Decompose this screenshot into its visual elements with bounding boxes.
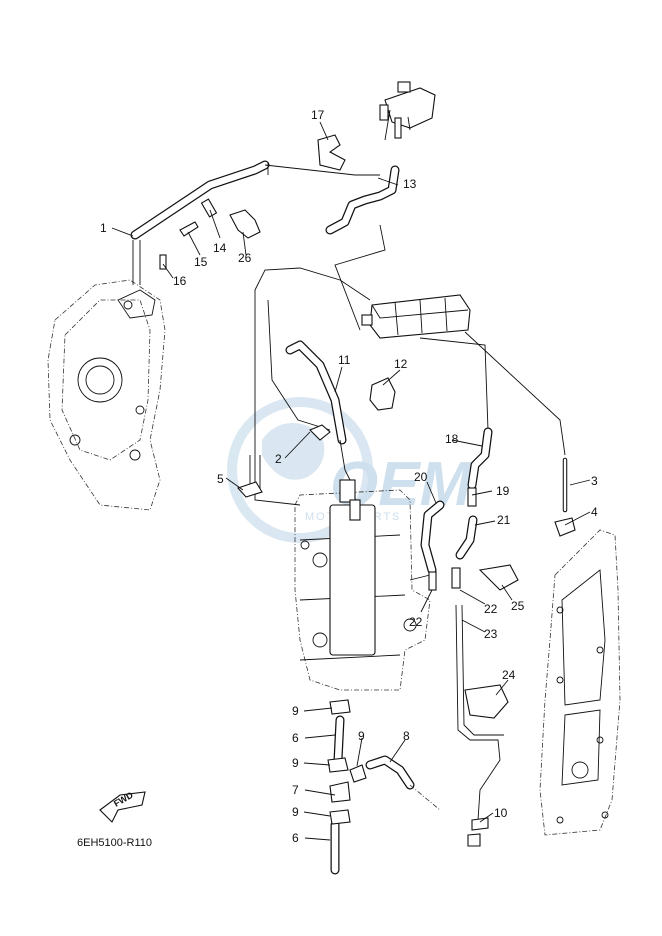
valve-assembly (379, 81, 436, 139)
callout-20: 20 (414, 470, 428, 484)
callout-19: 19 (496, 484, 510, 498)
callout-10: 10 (494, 806, 508, 820)
callout-3: 3 (591, 474, 598, 488)
callout-25: 25 (511, 599, 525, 613)
callout-22-left: 22 (409, 615, 423, 629)
callout-13: 13 (403, 177, 417, 191)
callout-6-lower: 6 (292, 831, 299, 845)
callout-8: 8 (403, 729, 410, 743)
callout-16: 16 (173, 274, 187, 288)
callout-21: 21 (497, 513, 511, 527)
fuel-module-assembly (294, 479, 433, 691)
callout-26: 26 (238, 251, 252, 265)
diagram-code: 6EH5100-R110 (77, 837, 152, 849)
cylinder-head-assembly (47, 279, 166, 511)
callout-24: 24 (502, 668, 516, 682)
callout-11: 11 (338, 353, 351, 367)
callout-18: 18 (445, 432, 459, 446)
callout-12: 12 (394, 357, 408, 371)
callout-22-right: 22 (484, 602, 498, 616)
callout-5: 5 (217, 472, 224, 486)
callouts: 1 2 3 4 5 6 6 7 8 9 9 9 9 10 11 12 13 14… (100, 108, 598, 845)
callout-23: 23 (484, 627, 498, 641)
callout-6-upper: 6 (292, 731, 299, 745)
callout-14: 14 (213, 241, 227, 255)
callout-1: 1 (100, 221, 107, 235)
callout-15: 15 (194, 255, 208, 269)
callout-4: 4 (591, 505, 598, 519)
callout-2: 2 (275, 452, 282, 466)
leader-lines (111, 121, 591, 841)
callout-9-a: 9 (292, 704, 299, 718)
callout-9-d: 9 (358, 729, 365, 743)
callout-9-c: 9 (292, 805, 299, 819)
hose-routes (130, 109, 568, 875)
callout-17: 17 (311, 108, 325, 122)
cover-plate (539, 529, 621, 836)
callout-7: 7 (292, 783, 299, 797)
fwd-arrow-icon: FWD (99, 790, 146, 823)
canister (361, 294, 471, 339)
callout-9-b: 9 (292, 756, 299, 770)
